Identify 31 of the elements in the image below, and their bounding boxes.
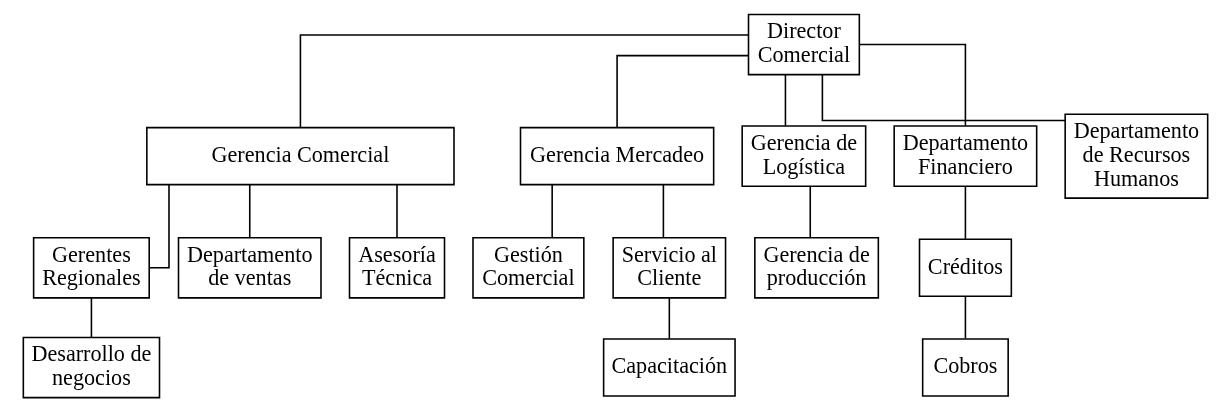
connector — [964, 185, 966, 240]
connector — [299, 34, 749, 129]
connector — [821, 74, 1066, 122]
node-box: Departamento de Recursos Humanos — [1063, 113, 1208, 199]
connector — [615, 54, 749, 129]
node-box: Gerencia Comercial — [145, 126, 455, 186]
connector — [964, 295, 966, 340]
connector — [662, 184, 664, 238]
connector — [550, 184, 553, 238]
connector — [248, 184, 251, 238]
node-box: Desarrollo de negocios — [22, 336, 160, 399]
node-box: Gerencia de Logística — [740, 125, 866, 187]
node-box: Departamento de ventas — [177, 236, 322, 299]
node-box: Asesoría Técnica — [348, 236, 445, 299]
node-box: Gestión Comercial — [471, 236, 585, 299]
node-box: Gerencia Mercadeo — [519, 126, 714, 186]
connector — [90, 297, 92, 338]
node-box: Créditos — [918, 238, 1012, 298]
node-box: Capacitación — [602, 338, 736, 397]
node-box: Gerentes Regionales — [32, 236, 150, 299]
node-box: Departamento Financiero — [892, 125, 1037, 187]
connector — [784, 74, 786, 127]
connector — [148, 184, 170, 269]
node-box: Cobros — [921, 338, 1009, 397]
node-box: Servicio al Cliente — [611, 236, 726, 299]
connector — [858, 43, 966, 127]
connector — [668, 297, 670, 340]
connector — [395, 184, 398, 238]
node-box: Director Comercial — [747, 13, 860, 76]
connector — [808, 185, 811, 239]
node-box: Gerencia de producción — [753, 236, 879, 299]
